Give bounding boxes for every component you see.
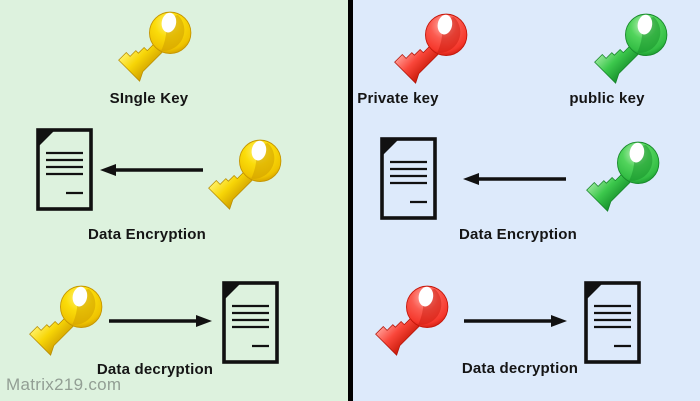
public-key-label: public key: [569, 90, 645, 107]
document-icon: [380, 137, 437, 220]
document-icon: [222, 281, 279, 364]
public-key-icon: [591, 0, 681, 90]
private-key-label: Private key: [357, 90, 439, 107]
watermark: Matrix219.com: [6, 375, 122, 394]
single-key-icon: [205, 126, 295, 216]
panel-divider: [348, 0, 353, 401]
single-key-label: SIngle Key: [109, 90, 189, 107]
data-encryption-label: Data Encryption: [87, 226, 207, 243]
arrow-right-icon: [107, 313, 213, 329]
document-icon: [584, 281, 641, 364]
data-encryption-label: Data Encryption: [458, 226, 578, 243]
arrow-left-icon: [99, 162, 205, 178]
private-key-icon: [372, 272, 462, 362]
single-key-icon: [115, 0, 205, 88]
data-decryption-label: Data decryption: [461, 360, 579, 377]
data-decryption-label: Data decryption: [96, 361, 214, 378]
arrow-left-icon: [462, 171, 568, 187]
single-key-icon: [26, 272, 116, 362]
public-key-icon: [583, 128, 673, 218]
arrow-right-icon: [462, 313, 568, 329]
private-key-icon: [391, 0, 481, 90]
document-icon: [36, 128, 93, 211]
